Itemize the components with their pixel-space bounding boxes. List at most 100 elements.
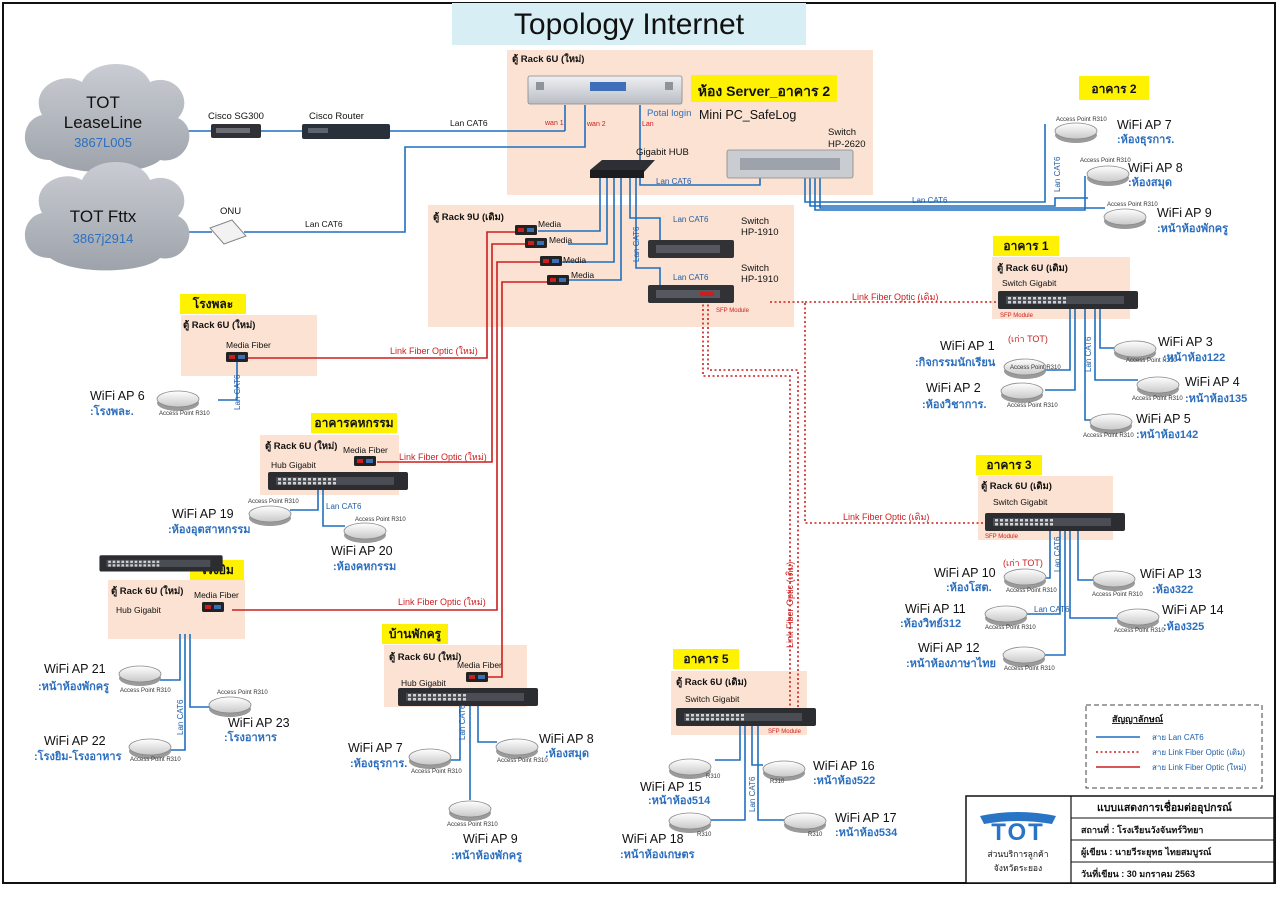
- b2-label: อาคาร 2: [1091, 82, 1136, 96]
- ap14-label: WiFi AP 14: [1162, 603, 1224, 617]
- info-org2: จังหวัดระยอง: [994, 863, 1042, 873]
- media-1-label: Media: [538, 219, 561, 229]
- canteen-media-icon: [202, 602, 224, 612]
- gigabit-hub-label: Gigabit HUB: [636, 147, 689, 158]
- ap7-b2-room: :ห้องธุรการ.: [1117, 133, 1174, 147]
- rack-b5-label: ตู้ Rack 6U (เดิม): [676, 676, 747, 689]
- ap15-room: :หน้าห้อง514: [648, 794, 711, 807]
- ap20-label: WiFi AP 20: [331, 544, 393, 558]
- ap13-room: :ห้อง322: [1152, 583, 1193, 596]
- ap9-teacher-model: Access Point R310: [447, 822, 498, 828]
- server-room-label-box: [691, 75, 837, 102]
- ap9-teacher-room: :หน้าห้องพักครู: [451, 849, 522, 863]
- ap13-model: Access Point R310: [1092, 592, 1143, 598]
- ap15-model: R310: [706, 774, 721, 780]
- ap8-teacher-label: WiFi AP 8: [539, 732, 594, 746]
- ap18-model: R310: [697, 832, 712, 838]
- ap8-b2-label: WiFi AP 8: [1128, 161, 1183, 175]
- gym-media-icon: [226, 352, 248, 362]
- ap8-teacher-icon: [495, 738, 539, 760]
- ap11-model: Access Point R310: [985, 625, 1036, 631]
- ap5-room: :หน้าห้อง142: [1136, 428, 1198, 441]
- cisco-sg300-label: Cisco SG300: [208, 111, 264, 122]
- ap17-icon: [783, 812, 827, 834]
- ap20-room: :ห้องคหกรรม: [333, 560, 396, 573]
- ap19-label: WiFi AP 19: [172, 507, 234, 521]
- ap6-room: :โรงพละ.: [90, 404, 134, 418]
- cat6-label-1910a: Lan CAT6: [673, 215, 709, 224]
- ap3-room: :หน้าห้อง122: [1163, 351, 1225, 364]
- ap7-b2-icon: [1054, 122, 1098, 144]
- legend-fiber-old: สาย Link Fiber Optic (เดิม): [1152, 748, 1245, 757]
- cisco-router: [302, 124, 390, 139]
- ap15-icon: [668, 758, 712, 780]
- teacher-hub-label: Hub Gigabit: [401, 678, 447, 688]
- b5-label-box: [673, 649, 739, 669]
- ap19-model: Access Point R310: [248, 499, 299, 505]
- ap12-label: WiFi AP 12: [918, 641, 980, 655]
- rack-gym-label: ตู้ Rack 6U (ใหม่): [183, 319, 255, 332]
- ap9-b2-room: :หน้าห้องพักครู: [1157, 222, 1228, 236]
- cat6-label-b1: Lan CAT6: [1084, 336, 1093, 372]
- ap2-room: :ห้องวิชาการ.: [922, 398, 987, 411]
- ap4-room: :หน้าห้อง135: [1185, 392, 1247, 405]
- cat6-label-onu: Lan CAT6: [305, 219, 343, 229]
- cat6-label-b5: Lan CAT6: [748, 776, 757, 812]
- ap17-model: R310: [808, 832, 823, 838]
- switch-hp1910-bottom: [648, 285, 734, 303]
- ap3-model: Access Point R310: [1126, 358, 1177, 364]
- ap16-model: R310: [770, 779, 785, 785]
- ap10-label: WiFi AP 10: [934, 566, 996, 580]
- ap13-label: WiFi AP 13: [1140, 567, 1202, 581]
- ap8-teacher-room: :ห้องสมุด: [545, 747, 589, 761]
- sfp-label-b5: SFP Module: [768, 729, 802, 735]
- media-2-label: Media: [549, 235, 572, 245]
- cat6-label-teacher: Lan CAT6: [458, 704, 467, 740]
- mini-pc-safelog: [527, 75, 683, 105]
- ap13-icon: [1092, 570, 1136, 592]
- switch-hp1910-top-label: Switch: [741, 216, 769, 227]
- ap22-label: WiFi AP 22: [44, 734, 106, 748]
- b5-label: อาคาร 5: [683, 652, 728, 666]
- rack-b3-label: ตู้ Rack 6U (เดิม): [981, 480, 1052, 493]
- industrial-hub-icon: [268, 472, 408, 490]
- ap17-label: WiFi AP 17: [835, 811, 897, 825]
- ap20-model: Access Point R310: [355, 517, 406, 523]
- ap20-icon: [343, 522, 387, 544]
- rack-industrial-label: ตู้ Rack 6U (ใหม่): [265, 440, 337, 453]
- mini-pc-label: Mini PC_SafeLog: [699, 108, 796, 122]
- onu-label: ONU: [220, 206, 241, 217]
- ap6-icon: [156, 390, 200, 412]
- info-date: วันที่เขียน : 30 มกราคม 2563: [1081, 867, 1195, 879]
- cloud-fttx-name: TOT Fttx: [70, 207, 137, 226]
- cat6-label-2620: Lan CAT6: [912, 196, 948, 205]
- ap22-icon: [128, 738, 172, 760]
- ap5-icon: [1089, 413, 1133, 435]
- ap22-model: Access Point R310: [130, 757, 181, 763]
- ap5-label: WiFi AP 5: [1136, 412, 1191, 426]
- ap16-label: WiFi AP 16: [813, 759, 875, 773]
- ap22-room: :โรงยิม-โรงอาหาร: [34, 749, 122, 763]
- ap12-room: :หน้าห้องภาษาไทย: [906, 656, 996, 670]
- page-title: Topology Internet: [514, 8, 745, 41]
- cat6-label-b3a: Lan CAT6: [1034, 605, 1070, 614]
- switch-hp1910-top: [648, 240, 734, 258]
- legend: สัญญาลักษณ์ สาย Lan CAT6 สาย Link Fiber …: [1085, 704, 1263, 789]
- media-2-icon: [525, 238, 547, 248]
- switch-hp2620-label: Switch: [828, 127, 856, 138]
- canteen-hub-icon: [99, 555, 223, 572]
- cat6-label-hub: Lan CAT6: [656, 177, 692, 186]
- ap21-icon: [118, 665, 162, 687]
- industrial-label: อาคารคหกรรม: [314, 416, 393, 430]
- rack-canteen-label: ตู้ Rack 6U (ใหม่): [111, 585, 183, 598]
- ap7-b2-label: WiFi AP 7: [1117, 118, 1172, 132]
- b1-label: อาคาร 1: [1003, 239, 1048, 253]
- gym-label-box: [180, 294, 246, 314]
- industrial-label-box: [311, 413, 397, 433]
- ap9-b2-icon: [1103, 208, 1147, 230]
- ap4-icon: [1136, 376, 1180, 398]
- gigabit-hub: [590, 160, 655, 178]
- rack-teacher-label: ตู้ Rack 6U (ใหม่): [389, 651, 461, 664]
- lan-label: Lan: [642, 121, 654, 128]
- ap16-icon: [762, 760, 806, 782]
